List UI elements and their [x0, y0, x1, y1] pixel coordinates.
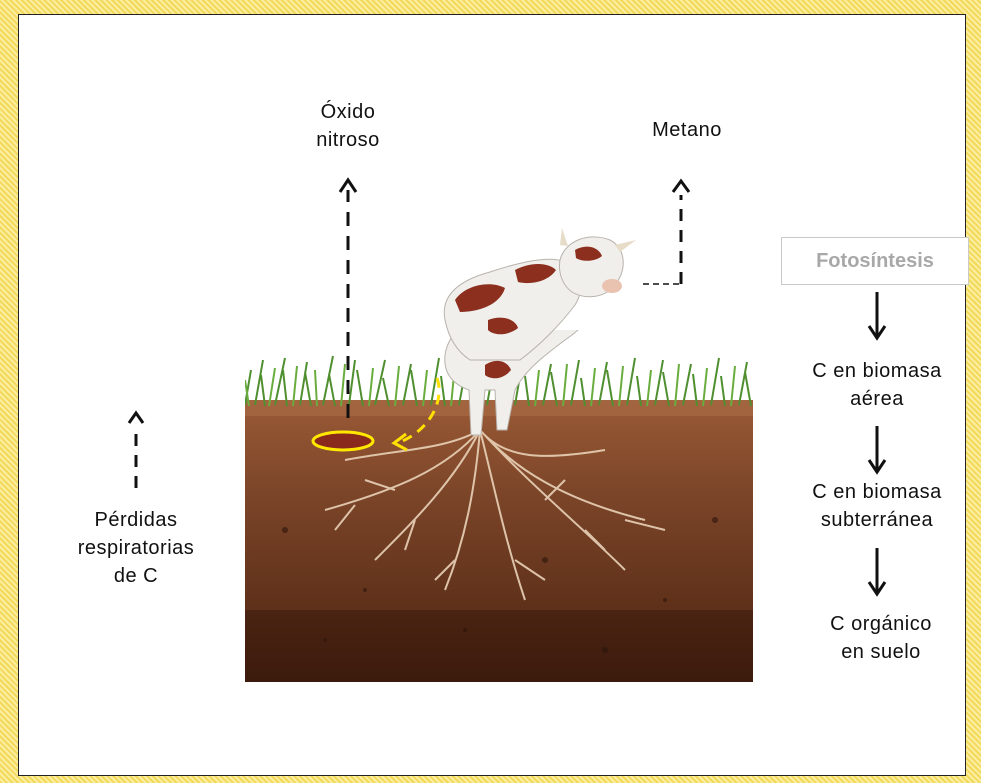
label-c-org-line2: en suelo — [796, 638, 966, 666]
urine-path-arrow — [394, 378, 439, 450]
oxido-nitroso-arrow — [340, 180, 356, 418]
label-oxido-nitroso: Óxido nitroso — [300, 98, 396, 154]
label-c-biomasa-subterranea: C en biomasa subterránea — [790, 478, 964, 534]
label-perdidas-line1: Pérdidas — [54, 506, 218, 534]
label-perdidas-line2: respiratorias — [54, 534, 218, 562]
label-oxido-line2: nitroso — [300, 126, 396, 154]
label-c-aerea-line1: C en biomasa — [790, 357, 964, 385]
label-c-subt-line2: subterránea — [790, 506, 964, 534]
label-c-org-line1: C orgánico — [796, 610, 966, 638]
label-c-subt-line1: C en biomasa — [790, 478, 964, 506]
label-oxido-line1: Óxido — [300, 98, 396, 126]
label-c-aerea-line2: aérea — [790, 385, 964, 413]
fotosintesis-box: Fotosíntesis — [781, 237, 969, 285]
label-perdidas-respiratorias: Pérdidas respiratorias de C — [54, 506, 218, 590]
label-perdidas-line3: de C — [54, 562, 218, 590]
metano-arrow — [643, 181, 689, 284]
label-metano-text: Metano — [632, 116, 742, 144]
fotosintesis-label: Fotosíntesis — [816, 250, 934, 273]
label-c-organico-suelo: C orgánico en suelo — [796, 610, 966, 666]
label-c-biomasa-aerea: C en biomasa aérea — [790, 357, 964, 413]
label-metano: Metano — [632, 116, 742, 144]
perdidas-arrow — [129, 413, 143, 488]
carbon-flow-arrows — [869, 292, 885, 594]
